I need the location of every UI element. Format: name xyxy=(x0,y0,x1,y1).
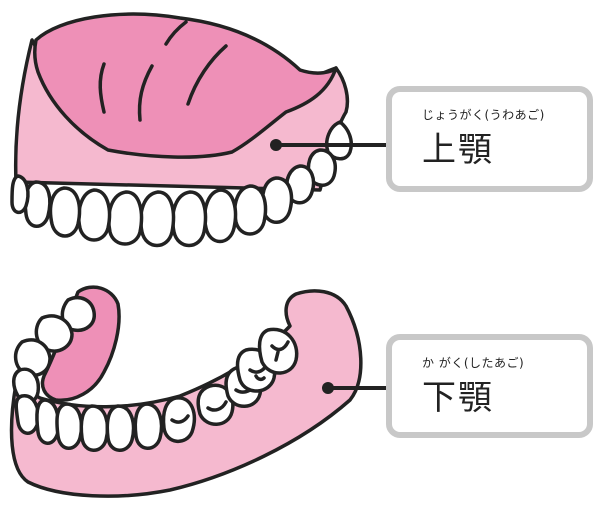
lower-tooth xyxy=(107,406,133,450)
lower-jaw-label-box: か がく(したあご) 下顎 xyxy=(386,334,593,438)
upper-jaw xyxy=(12,14,351,245)
upper-tooth xyxy=(79,190,110,240)
upper-leader-dot xyxy=(270,139,282,151)
upper-tooth xyxy=(51,188,80,236)
lower-jaw-reading: か がく(したあご) xyxy=(422,354,524,371)
upper-tooth xyxy=(173,192,206,246)
upper-jaw-label-box: じょうがく(うわあご) 上顎 xyxy=(386,86,593,192)
lower-tooth xyxy=(57,404,82,448)
lower-tooth xyxy=(135,404,161,448)
upper-tooth xyxy=(235,186,266,234)
upper-jaw-label: 上顎 xyxy=(422,122,494,171)
upper-tooth xyxy=(109,192,142,244)
lower-jaw xyxy=(12,287,361,496)
lower-jaw-label: 下顎 xyxy=(422,370,494,419)
upper-tooth xyxy=(141,192,174,246)
lower-tooth xyxy=(16,396,38,433)
lower-canine xyxy=(164,398,195,442)
upper-tooth xyxy=(12,176,28,212)
lower-leader-dot xyxy=(322,382,334,394)
lower-tooth xyxy=(81,406,107,450)
upper-jaw-reading: じょうがく(うわあご) xyxy=(422,106,545,123)
upper-tooth xyxy=(205,190,236,242)
